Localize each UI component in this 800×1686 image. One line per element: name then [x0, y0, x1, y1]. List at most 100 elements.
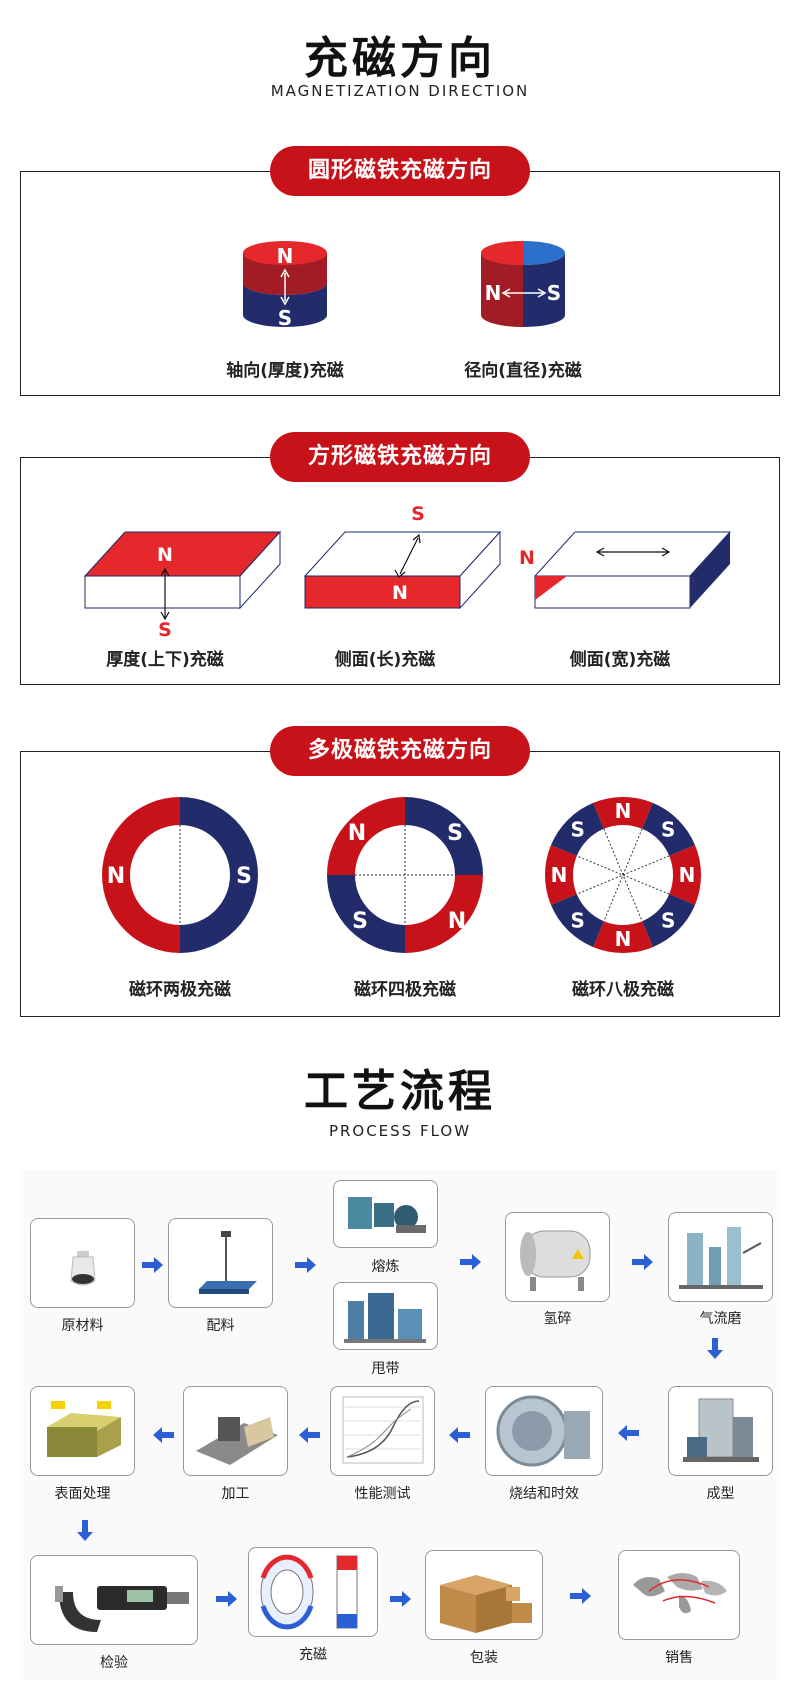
arrow-left-icon [449, 1427, 470, 1443]
pole-s-label: S [447, 821, 463, 846]
ring-segment [642, 802, 696, 856]
ring-segment [593, 921, 653, 953]
step-smelting [333, 1180, 438, 1248]
step-label: 加工 [221, 1486, 250, 1502]
ring-segment [545, 845, 577, 905]
step-label: 性能测试 [354, 1486, 411, 1502]
arrow-right-icon [142, 1257, 163, 1273]
pole-s-label: S [547, 281, 561, 305]
pole-n-label: N [679, 863, 696, 887]
pole-n-label: N [615, 799, 632, 823]
ring-segment [550, 802, 604, 856]
step-magnetizing [248, 1547, 378, 1637]
step-forming [668, 1386, 773, 1476]
step-machining [183, 1386, 288, 1476]
arrow-right-icon [632, 1254, 653, 1270]
step-label: 配料 [206, 1318, 235, 1334]
arrow-right-icon [460, 1254, 481, 1270]
step-batching [168, 1218, 273, 1308]
step-sintering [485, 1386, 603, 1476]
pole-s-label: S [661, 908, 675, 932]
pole-n-label: N [448, 909, 466, 934]
arrow-left-icon [299, 1427, 320, 1443]
axial-caption: 轴向(厚度)充磁 [226, 361, 344, 381]
pole-s-label: S [661, 818, 675, 842]
step-strip-casting [333, 1282, 438, 1350]
pole-s-label: S [571, 908, 585, 932]
step-label: 气流磨 [699, 1311, 742, 1327]
block-thickness-caption: 厚度(上下)充磁 [106, 650, 224, 670]
round-magnet-title: 圆形磁铁充磁方向 [270, 146, 530, 196]
step-label: 检验 [100, 1655, 128, 1671]
ring-segment [669, 845, 701, 905]
step-raw-material [30, 1218, 135, 1308]
pole-s-label: S [352, 909, 368, 934]
press-machine-icon [683, 1398, 759, 1462]
step-sales [618, 1550, 740, 1640]
ring-4-pole-caption: 磁环四极充磁 [354, 980, 456, 1000]
coated-magnet-icon [47, 1401, 121, 1457]
round-magnet-section [20, 171, 780, 396]
pole-n-label: N [348, 821, 366, 846]
ring-2-pole-caption: 磁环两极充磁 [129, 980, 231, 1000]
ring-segment [642, 894, 696, 948]
hydrogen-tank-icon [520, 1230, 591, 1291]
arrow-left-icon [618, 1425, 639, 1441]
step-hydrogen-crushing [505, 1212, 610, 1302]
pole-s-label: S [411, 503, 425, 525]
step-label: 表面处理 [54, 1486, 111, 1502]
pole-n-label: N [392, 582, 408, 604]
pole-s-label: S [236, 864, 252, 889]
arrow-down-icon [77, 1520, 93, 1541]
step-label: 熔炼 [371, 1259, 400, 1275]
step-inspection [30, 1555, 198, 1645]
pole-n-label: N [107, 864, 125, 889]
radial-caption: 径向(直径)充磁 [464, 361, 582, 381]
radial-cylinder-graphic: N S [481, 241, 565, 327]
divider-line [576, 855, 670, 895]
carton-box-icon [440, 1575, 532, 1633]
jet-mill-icon [679, 1227, 763, 1289]
page-title: 充磁方向 [304, 33, 496, 84]
process-title: 工艺流程 [304, 1066, 496, 1117]
ring-2-pole-graphic: N S [102, 797, 258, 953]
block-magnet-title: 方形磁铁充磁方向 [270, 432, 530, 482]
pole-n-label: N [551, 863, 568, 887]
machining-tool-icon [196, 1417, 278, 1465]
pole-n-label: N [615, 927, 632, 951]
strip-casting-machine-icon [344, 1293, 426, 1343]
step-label: 包装 [470, 1650, 498, 1666]
arrow-right-icon [295, 1257, 316, 1273]
axial-cylinder-graphic: N S [243, 241, 327, 330]
ring-4-pole-graphic: N S N S [327, 797, 483, 953]
step-label: 甩带 [371, 1361, 400, 1377]
smelting-furnace-icon [348, 1197, 426, 1233]
block-thickness-graphic: N S [83, 530, 282, 640]
pole-n-label: N [277, 244, 294, 268]
pole-n-label: N [485, 281, 502, 305]
test-chart-icon [342, 1396, 424, 1464]
block-width-graphic: N [520, 531, 732, 609]
step-label: 成型 [706, 1486, 735, 1502]
scale-icon [199, 1231, 257, 1294]
pole-s-label: S [571, 818, 585, 842]
step-performance-test [330, 1386, 435, 1476]
sintering-furnace-icon [496, 1395, 590, 1467]
page-subtitle: MAGNETIZATION DIRECTION [270, 82, 530, 100]
micrometer-icon [55, 1586, 189, 1632]
ring-segment [550, 894, 604, 948]
multipole-title: 多极磁铁充磁方向 [270, 726, 530, 776]
flow-arrows [77, 1254, 723, 1607]
world-map-icon [633, 1573, 727, 1614]
pole-n-label: N [157, 544, 173, 566]
pole-n-label: N [520, 547, 535, 569]
step-jet-milling [668, 1212, 773, 1302]
step-surface-treatment [30, 1386, 135, 1476]
pole-s-label: S [278, 306, 292, 330]
arrow-right-icon [390, 1591, 411, 1607]
step-label: 氢碎 [543, 1311, 572, 1327]
block-length-caption: 侧面(长)充磁 [334, 650, 436, 670]
step-packaging [425, 1550, 543, 1640]
arrow-right-icon [570, 1588, 591, 1604]
